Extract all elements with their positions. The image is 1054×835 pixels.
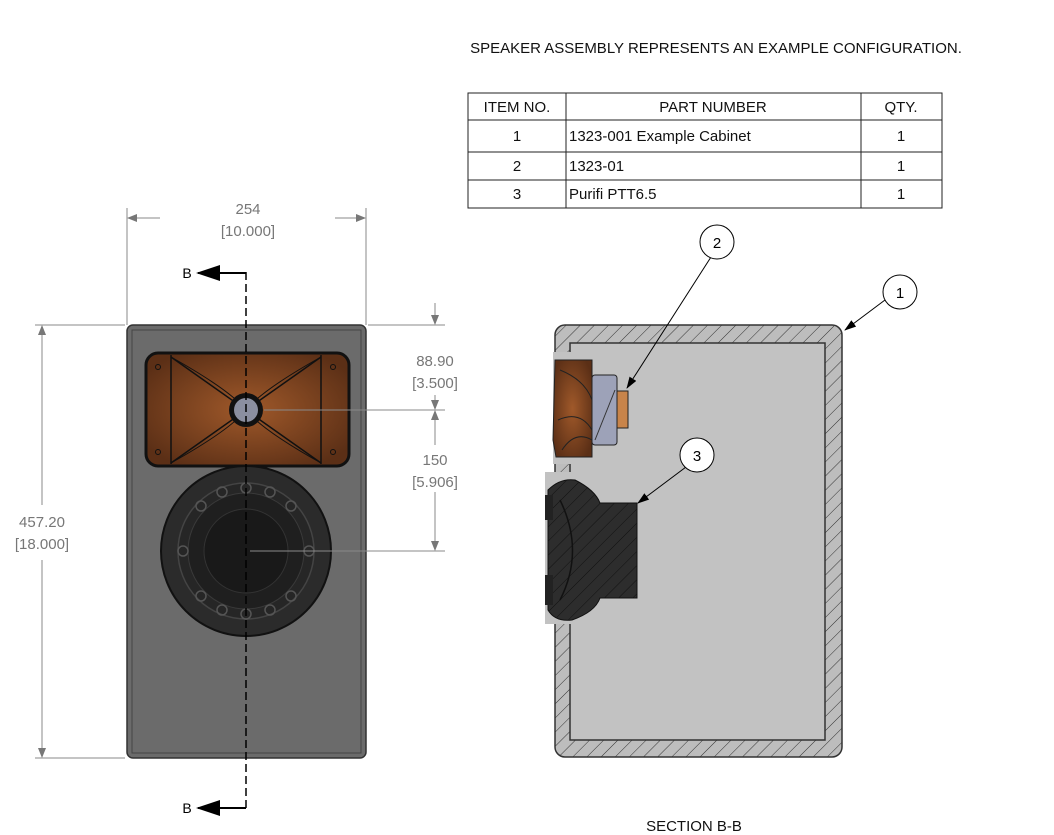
bom-table: ITEM NO. PART NUMBER QTY. 1 1323-001 Exa…: [467, 92, 943, 209]
row-1-qty: 1: [897, 128, 905, 145]
row-1-item: 1: [513, 128, 521, 145]
dim-width-mm: 254: [235, 201, 260, 218]
header-item-no: ITEM NO.: [484, 99, 551, 116]
dim-driver-spacing-mm: 150: [422, 452, 447, 469]
header-qty: QTY.: [884, 99, 917, 116]
tweeter-section: [552, 359, 629, 458]
dim-height-in: [18.000]: [15, 536, 69, 553]
section-label-bottom: B: [182, 800, 191, 816]
section-label-top: B: [182, 265, 191, 281]
svg-text:3: 3: [693, 448, 701, 465]
header-part-number: PART NUMBER: [659, 99, 767, 116]
row-2-part: 1323-01: [569, 158, 624, 175]
dim-width-in: [10.000]: [221, 223, 275, 240]
section-view: 2 1 3 SECTION B-B: [545, 224, 918, 835]
dim-height-mm: 457.20: [19, 514, 65, 531]
row-3-part: Purifi PTT6.5: [569, 186, 657, 203]
svg-text:2: 2: [713, 235, 721, 252]
dim-tweeter-offset-in: [3.500]: [412, 375, 458, 392]
svg-text:1: 1: [896, 285, 904, 302]
dim-tweeter-offset-mm: 88.90: [416, 353, 454, 370]
woofer-section: [545, 479, 638, 621]
section-title: SECTION B-B: [646, 818, 742, 835]
row-2-qty: 1: [897, 158, 905, 175]
balloon-2: 2: [626, 224, 735, 389]
assembly-note: SPEAKER ASSEMBLY REPRESENTS AN EXAMPLE C…: [470, 40, 962, 57]
row-3-qty: 1: [897, 186, 905, 203]
balloon-3: 3: [637, 437, 715, 504]
dim-driver-spacing-in: [5.906]: [412, 474, 458, 491]
front-view: B B: [126, 265, 367, 816]
dimensions: 254 [10.000] 457.20 [18.000] 88.90 [3.50…: [15, 201, 458, 759]
balloon-1: 1: [844, 274, 918, 331]
row-2-item: 2: [513, 158, 521, 175]
row-3-item: 3: [513, 186, 521, 203]
row-1-part: 1323-001 Example Cabinet: [569, 128, 752, 145]
